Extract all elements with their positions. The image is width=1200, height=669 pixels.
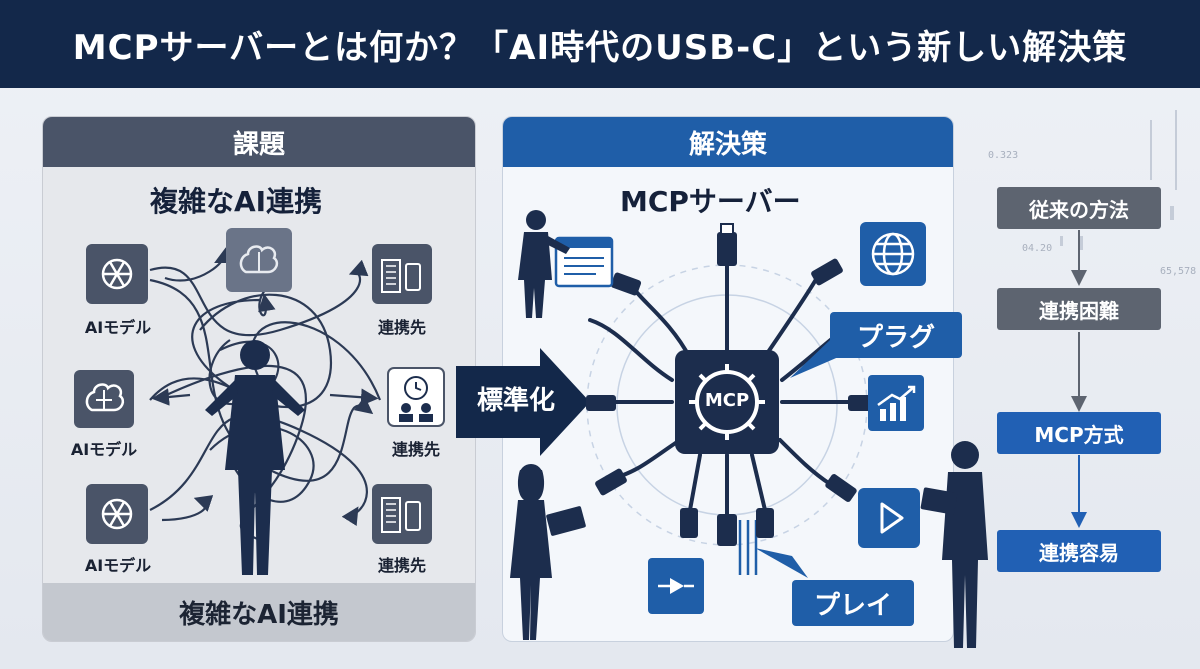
hub-label: MCP	[704, 390, 750, 411]
problem-header: 課題	[43, 117, 475, 167]
partner-label: 連携先	[391, 440, 440, 459]
callout-plug: プラグ	[830, 312, 962, 358]
decor-number: 65,578	[1160, 266, 1197, 277]
ai-model-label: AIモデル	[84, 318, 152, 337]
problem-footer: 複雑なAI連携	[43, 583, 475, 641]
flow-step-difficult: 連携困難	[997, 288, 1161, 330]
ai-model-label: AIモデル	[84, 556, 152, 575]
decor-number: 0.323	[988, 150, 1019, 161]
decor-number: 04.20	[1022, 243, 1053, 254]
solution-header: 解決策	[503, 117, 953, 167]
flow-step-easy: 連携容易	[997, 530, 1161, 572]
solution-subtitle: MCPサーバー	[620, 185, 801, 218]
flow-step-traditional: 従来の方法	[997, 187, 1161, 229]
page-title: MCPサーバーとは何か？「AI時代のUSB-C」という新しい解決策	[0, 0, 1200, 88]
decor-bars	[1060, 110, 1177, 250]
ai-model-label: AIモデル	[70, 440, 138, 459]
flow-step-mcp: MCP方式	[997, 412, 1161, 454]
standardize-label: 標準化	[476, 386, 555, 416]
partner-label: 連携先	[377, 556, 426, 575]
problem-subtitle: 複雑なAI連携	[150, 185, 323, 218]
callout-play: プレイ	[792, 580, 914, 626]
partner-label: 連携先	[377, 318, 426, 337]
